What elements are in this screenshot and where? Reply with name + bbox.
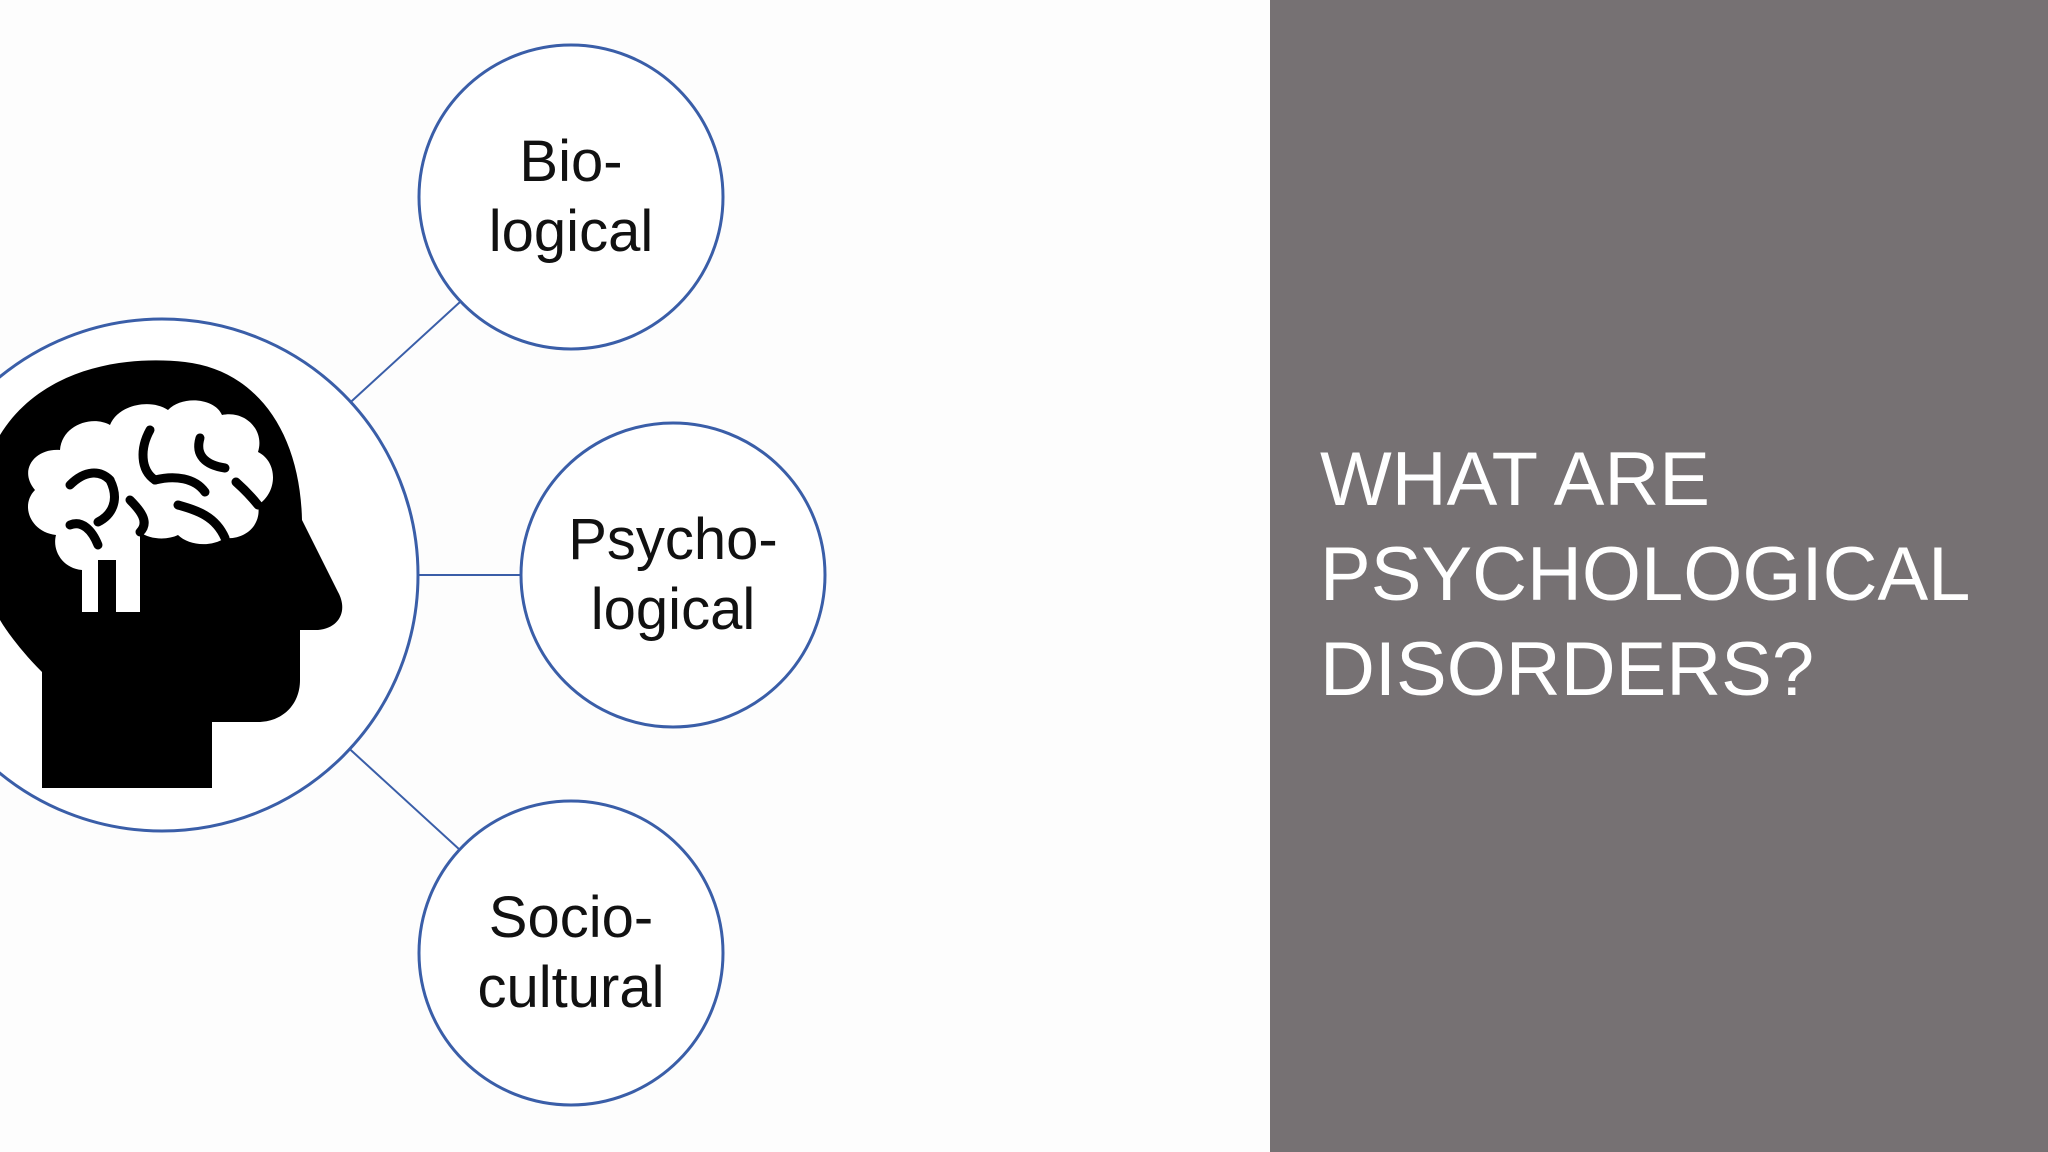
node-label-psychological: Psycho- logical — [523, 505, 823, 645]
node-label-line: Psycho- — [568, 507, 778, 572]
node-label-line: logical — [488, 199, 654, 264]
node-label-line: Socio- — [488, 885, 654, 950]
slide-title: WHAT ARE PSYCHOLOGICAL DISORDERS? — [1320, 432, 2020, 717]
slide-title-line: WHAT ARE — [1320, 437, 1710, 522]
node-circle-sociocultural — [417, 799, 725, 1107]
biopsychosocial-diagram: Bio- logical Psycho- logical Socio- cult… — [0, 43, 827, 1107]
connector-sociocultural — [341, 741, 461, 851]
slide-title-line: PSYCHOLOGICAL — [1320, 532, 1971, 617]
head-with-brain-icon — [0, 360, 343, 788]
diagram-canvas — [0, 43, 827, 1107]
node-label-sociocultural: Socio- cultural — [421, 883, 721, 1023]
title-panel: WHAT ARE PSYCHOLOGICAL DISORDERS? — [1270, 0, 2048, 1152]
slide-title-line: DISORDERS? — [1320, 627, 1815, 712]
node-circle-biological — [417, 43, 725, 351]
node-label-line: Bio- — [519, 129, 623, 194]
node-label-line: cultural — [477, 955, 665, 1020]
node-label-line: logical — [590, 577, 756, 642]
node-circle-psychological — [519, 421, 827, 729]
connector-biological — [341, 301, 461, 411]
node-label-biological: Bio- logical — [421, 127, 721, 267]
